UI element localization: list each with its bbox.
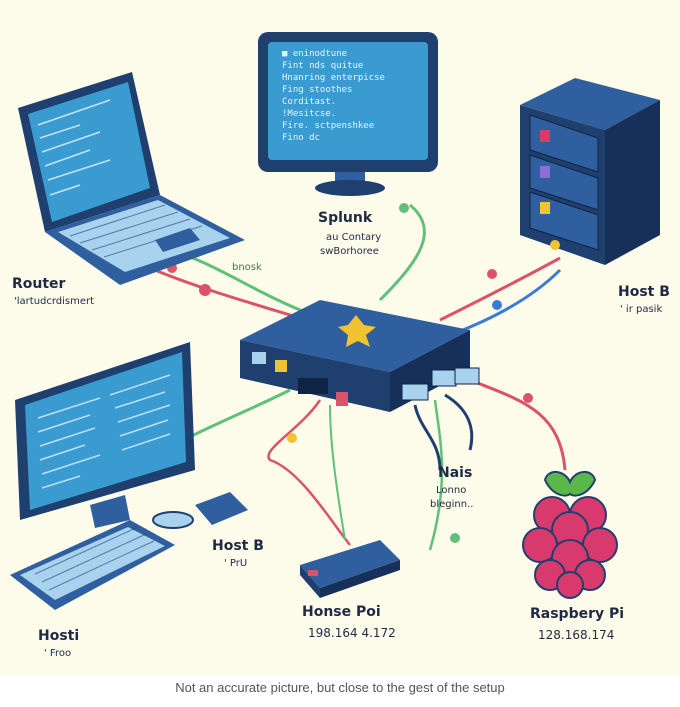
desktop-monitor — [10, 342, 248, 610]
cable-tag-red-left — [167, 263, 211, 296]
host-i-sublabel: ' Froo — [44, 648, 72, 659]
cable-router-pi — [469, 378, 567, 471]
screen-line: ■ eninodtune — [282, 49, 348, 59]
nais-sublabel-1: Lonno — [436, 485, 467, 496]
splunk-label: Splunk — [318, 210, 373, 226]
image-caption: Not an accurate picture, but close to th… — [175, 680, 505, 695]
router-sublabel: 'lartudcrdismert — [14, 296, 95, 307]
cable-router-laptop-red — [149, 266, 301, 320]
cable-router-honse — [267, 399, 351, 546]
diagram-graphics — [10, 32, 660, 610]
screen-line: Fino dc — [282, 133, 320, 143]
cable-router-server-blue — [449, 268, 562, 337]
network-diagram: ■ eninodtune Fint nds quitue Hnanring en… — [0, 0, 680, 676]
honse-poi-ip: 198.164 4.172 — [308, 626, 396, 640]
cable-router-nais — [428, 399, 444, 551]
monitor-screen-text: ■ eninodtune Fint nds quitue Hnanring en… — [282, 48, 385, 144]
cable-tag-green-top — [399, 203, 409, 213]
mouse-device — [195, 492, 248, 525]
laptop-device — [18, 72, 245, 285]
host-b-mid-label: Host B — [212, 538, 264, 554]
honse-poi-device — [300, 540, 400, 598]
raspberry-pi-ip: 128.168.174 — [538, 628, 615, 642]
router-label: Router — [12, 276, 66, 292]
raspberry-pi-label: Raspbery Pi — [530, 606, 625, 622]
cable-router-server-red — [439, 256, 561, 322]
screen-line: Fing stoothes — [282, 85, 353, 95]
cable-router-splunk — [378, 203, 426, 302]
nais-sublabel-2: bleginn.. — [430, 499, 474, 510]
cable-label: bnosk — [232, 262, 262, 273]
host-i-label: Hosti — [38, 628, 80, 644]
screen-line: Hnanring enterpicse — [282, 73, 385, 83]
screen-line: !Mesitcse. — [282, 109, 337, 119]
host-b-top-sublabel: ' ir pasik — [620, 304, 663, 315]
splunk-sublabel-1: au Contary — [326, 232, 382, 243]
nais-label: Nais — [438, 465, 473, 481]
honse-poi-label: Honse Poi — [302, 604, 381, 620]
splunk-sublabel-2: swBorhoree — [320, 246, 379, 257]
cable-tag-server — [487, 269, 502, 310]
screen-line: Corditast. — [282, 97, 337, 107]
raspberry-pi-logo — [522, 471, 618, 599]
cable-tag-bottom — [287, 393, 533, 543]
central-router — [240, 300, 480, 412]
server-rack — [520, 78, 660, 265]
cable-black-1 — [413, 404, 442, 471]
host-b-top-label: Host B — [618, 284, 670, 300]
screen-line: Fire. sctpenshkee — [282, 121, 375, 131]
host-b-mid-sublabel: ' PrU — [224, 558, 248, 569]
top-monitor — [258, 32, 438, 196]
cable-black-2 — [444, 393, 474, 451]
cable-router-honse-green — [329, 404, 346, 541]
screen-line: Fint nds quitue — [282, 61, 364, 71]
